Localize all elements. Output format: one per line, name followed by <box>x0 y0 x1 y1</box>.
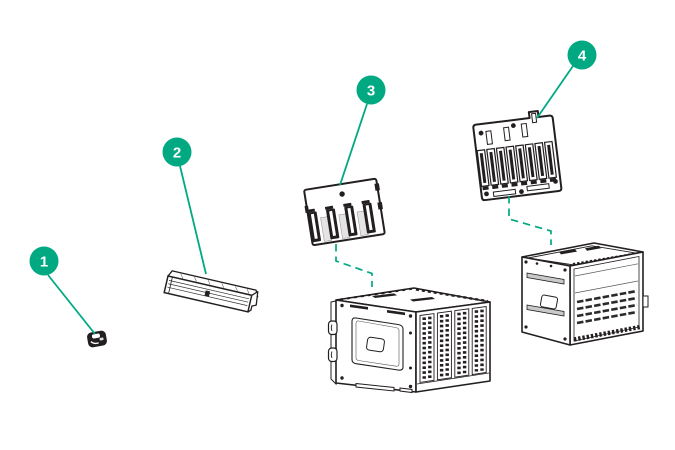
callout-number: 2 <box>173 145 181 162</box>
leader-line <box>339 103 368 186</box>
emi-vent-strip <box>573 324 641 342</box>
callout-badge <box>356 75 386 105</box>
interior-slot <box>559 249 577 255</box>
part-8bay-backplane <box>472 110 563 202</box>
top-handle-slot <box>410 297 435 302</box>
label-plate <box>366 336 385 353</box>
alignment-dash-backplane4-to-cage <box>508 196 552 245</box>
alignment-dash-backplane3-to-cage <box>335 244 373 287</box>
label-plate <box>539 294 559 310</box>
screw-dots <box>524 260 567 341</box>
side-tab <box>642 295 649 308</box>
callout-number: 4 <box>578 48 587 65</box>
interior-slot <box>585 245 601 251</box>
callout-badge <box>567 40 597 70</box>
callout-number: 1 <box>40 254 48 271</box>
callout-2: 2 <box>162 137 207 275</box>
callout-3: 3 <box>339 75 386 186</box>
stamped-rib <box>526 304 565 317</box>
drive-guide-rails <box>576 289 638 325</box>
screw-dots <box>340 303 413 389</box>
callout-4: 4 <box>536 40 597 119</box>
part-cage-nut-clip <box>87 330 107 348</box>
stamped-rib <box>526 272 565 285</box>
screw-hole <box>339 191 345 197</box>
top-handle-slot <box>372 293 397 298</box>
part-4bay-backplane <box>303 177 386 247</box>
sff-drive-cage <box>327 287 491 394</box>
access-panel <box>351 317 404 371</box>
cable-clip <box>327 347 338 363</box>
cable-clip <box>327 320 338 336</box>
callout-number: 3 <box>367 83 375 100</box>
part-blank-filler-panel <box>163 270 259 313</box>
screw-holes <box>478 123 558 197</box>
drive-connectors <box>306 199 376 243</box>
leader-line <box>536 65 574 119</box>
leader-line <box>179 165 207 275</box>
lff-drive-cage <box>521 242 649 346</box>
drive-connectors <box>476 140 558 191</box>
callout-1: 1 <box>29 246 96 335</box>
vent-columns <box>419 305 487 383</box>
leader-line <box>47 274 96 335</box>
callout-badge <box>29 246 59 276</box>
callout-badge <box>162 137 192 167</box>
